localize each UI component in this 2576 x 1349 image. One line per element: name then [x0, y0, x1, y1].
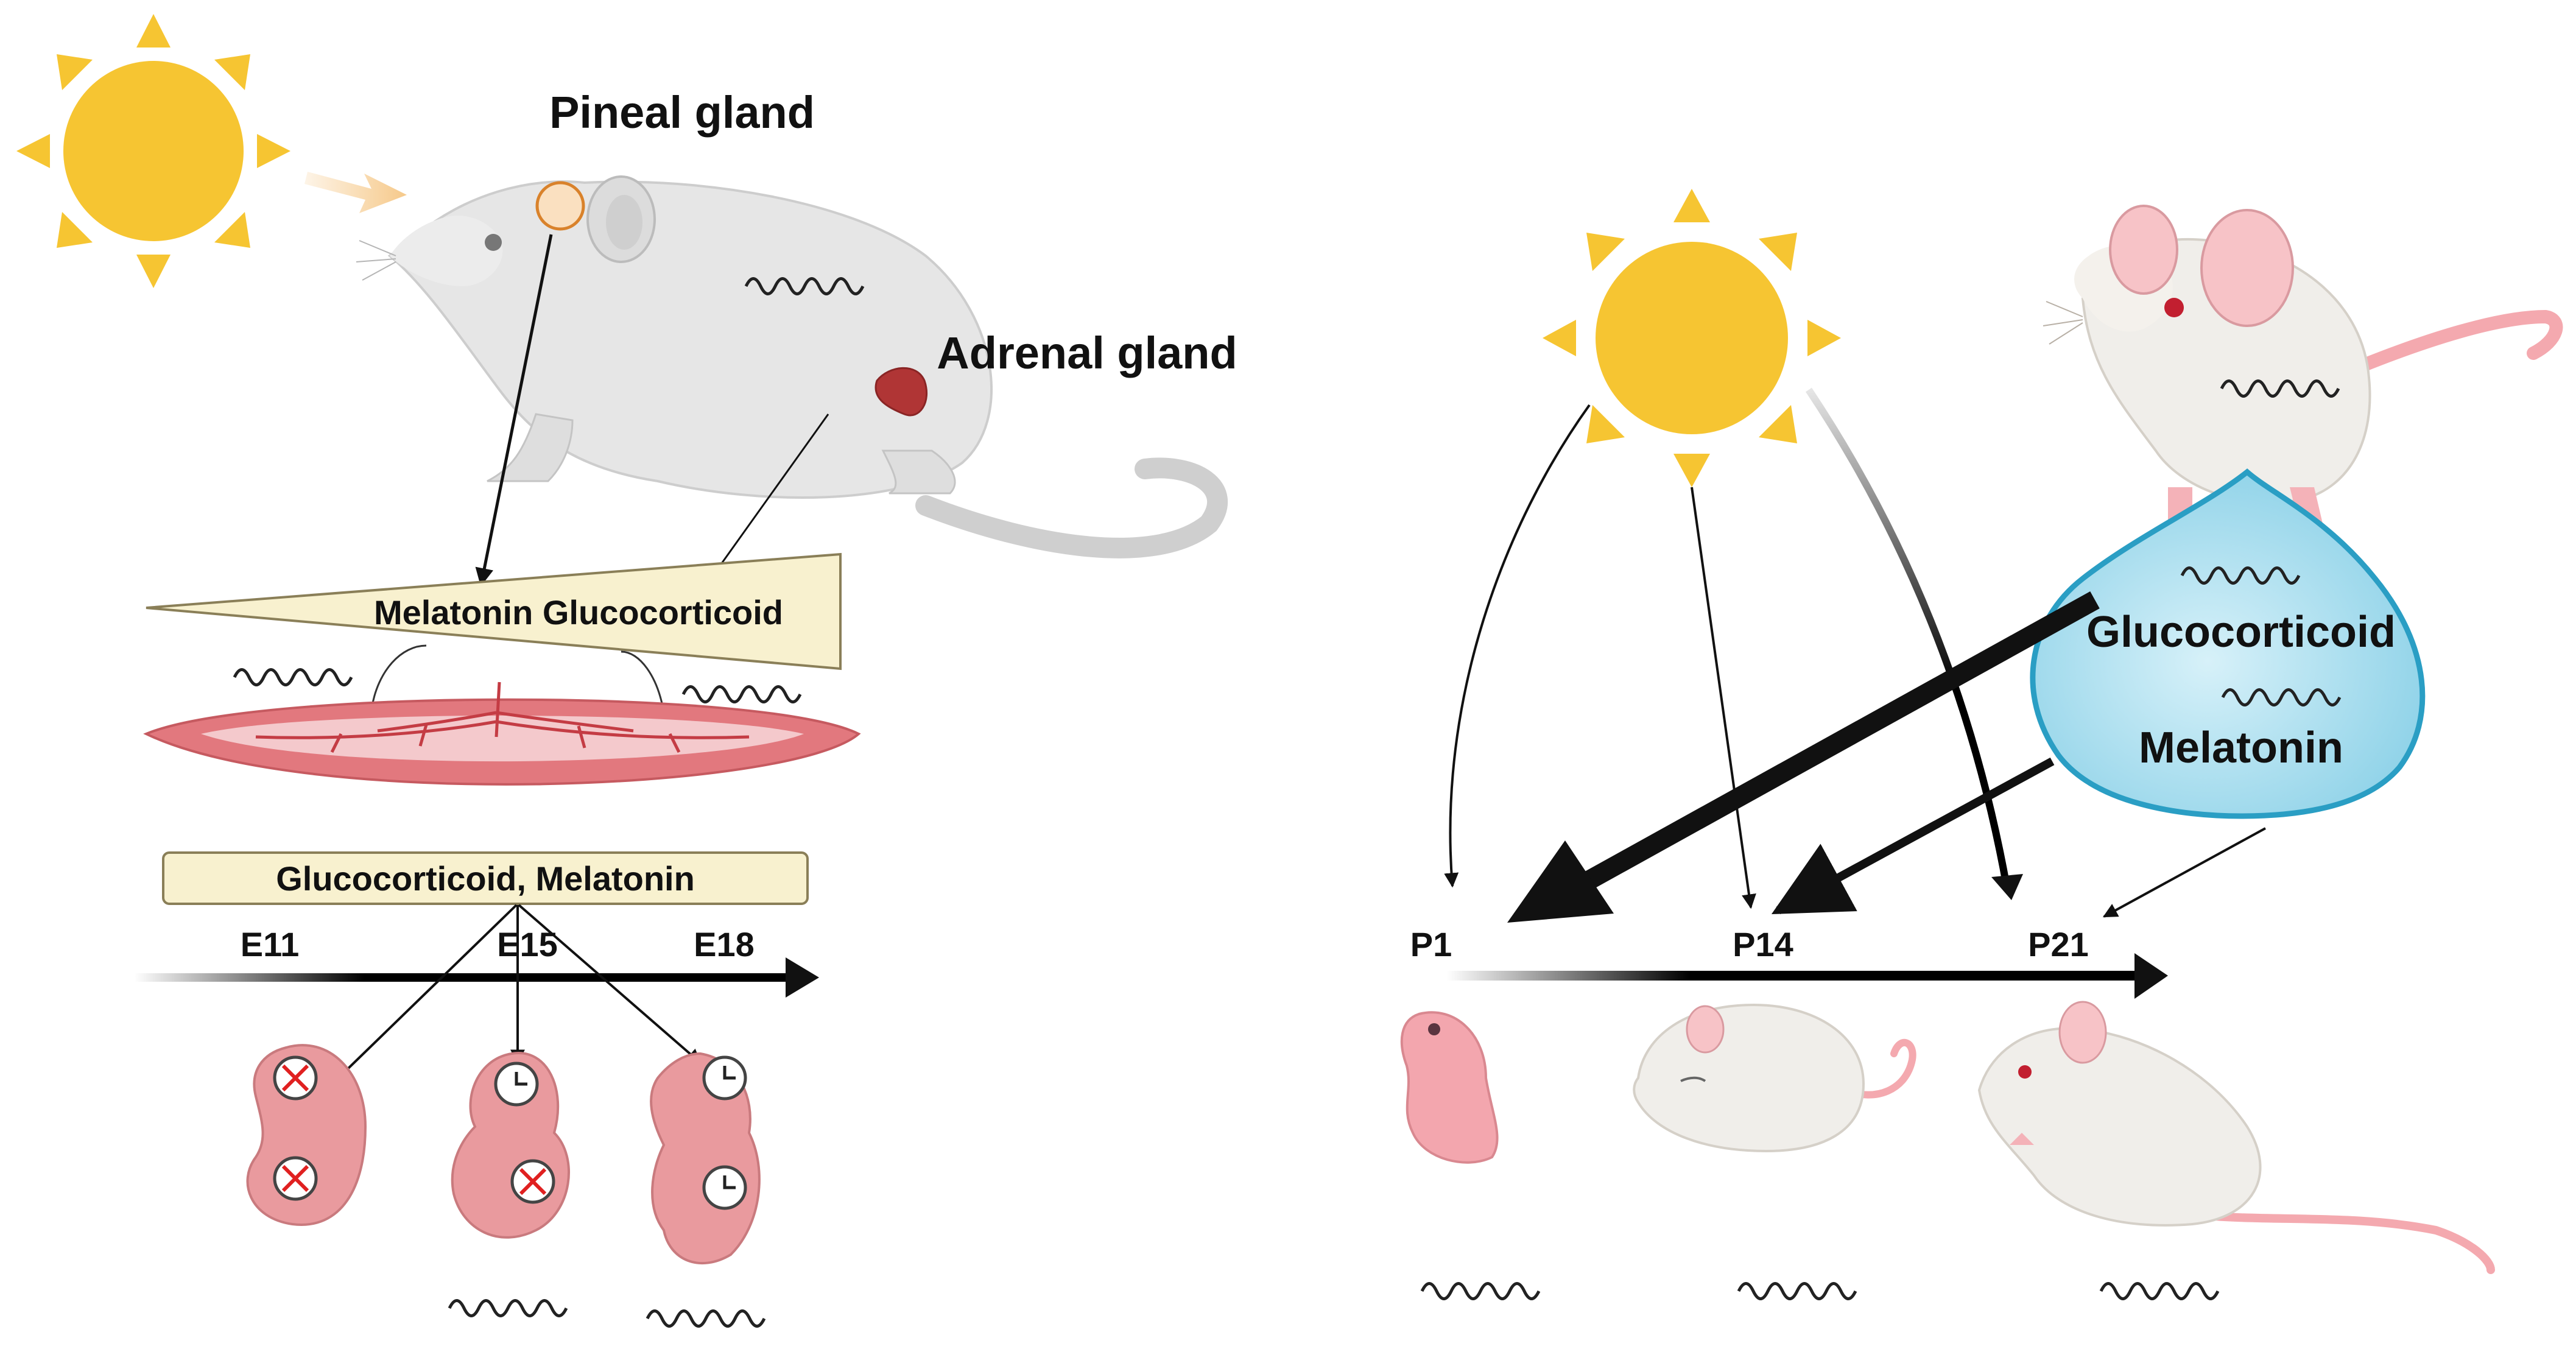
wedge-label: Melatonin Glucocorticoid [374, 593, 783, 632]
timepoint-p14: P14 [1733, 925, 1793, 963]
box-to-e18-arrow [518, 904, 702, 1064]
wave-icon [1420, 1282, 1541, 1300]
droplet-label-melatonin: Melatonin [2139, 724, 2343, 772]
pineal-gland-icon [535, 181, 585, 231]
wave-icon [2220, 379, 2340, 398]
x-icon [273, 1055, 318, 1101]
sun-to-p14-arrow [1691, 487, 1756, 909]
wave-icon [2180, 566, 2301, 585]
x-icon [273, 1156, 318, 1201]
timepoint-e18: E18 [694, 925, 755, 963]
adrenal-gland-label: Adrenal gland [937, 328, 1237, 378]
postnatal-timeline-arrowhead [2134, 953, 2168, 999]
timepoint-p1: P1 [1410, 925, 1452, 963]
droplet-label-glucocorticoid: Glucocorticoid [2086, 608, 2396, 657]
left-panel: Pineal gland Adrenal gland Melatonin Glu… [16, 14, 1237, 1328]
adult-mouse-illustration [356, 175, 1228, 558]
sun-to-p21-arrow [1806, 387, 2010, 887]
wave-icon [681, 685, 802, 703]
pineal-arrow [475, 234, 553, 586]
embryo-e18 [650, 1052, 761, 1265]
adrenal-gland-icon [875, 367, 928, 417]
wave-icon [448, 1299, 568, 1317]
clock-icon [702, 1055, 747, 1101]
wave-icon [233, 668, 353, 686]
weanling-mouse-p21 [1977, 1001, 2495, 1274]
sun-to-p1-arrow [1444, 404, 1591, 888]
wave-icon [2221, 688, 2342, 706]
x-icon [510, 1159, 555, 1204]
hormone-droplet [2030, 468, 2426, 819]
sun-icon [16, 14, 290, 288]
timepoint-p21: P21 [2028, 925, 2089, 963]
hormone-box-label: Glucocorticoid, Melatonin [276, 859, 695, 898]
box-to-e11-arrow [325, 904, 518, 1091]
adrenal-arrow [705, 414, 829, 586]
droplet-to-p21-arrow [2102, 827, 2266, 918]
droplet-to-p14-arrow [1771, 757, 2055, 915]
wave-icon [2099, 1282, 2220, 1300]
timeline-arrowhead [786, 957, 819, 998]
wave-icon [744, 277, 865, 295]
mother-mouse-illustration [2043, 205, 2563, 542]
postnatal-timeline-axis [1446, 971, 2141, 981]
wave-icon [646, 1309, 766, 1328]
juvenile-mouse-p14 [1633, 1003, 1916, 1153]
hormone-gradient-wedge [146, 552, 842, 671]
droplet-to-p1-arrowhead [1507, 840, 1614, 923]
clock-icon [494, 1062, 539, 1107]
pineal-gland-label: Pineal gland [549, 87, 815, 138]
sun-to-p21-arrowhead [1991, 874, 2023, 900]
wave-icon [1737, 1282, 1857, 1300]
placenta-illustration [143, 682, 861, 786]
light-ray-icon [304, 172, 407, 213]
droplet-to-p1-arrow [1585, 591, 2100, 889]
sun-icon [1543, 189, 1841, 487]
neonate-pup-p1 [1400, 1011, 1499, 1164]
timepoint-e11: E11 [241, 925, 300, 963]
embryonic-timeline-axis [134, 973, 792, 982]
right-panel: Glucocorticoid Melatonin P1 P14 P21 [1400, 189, 2563, 1300]
hormone-box [162, 851, 809, 905]
clock-icon [702, 1165, 747, 1210]
